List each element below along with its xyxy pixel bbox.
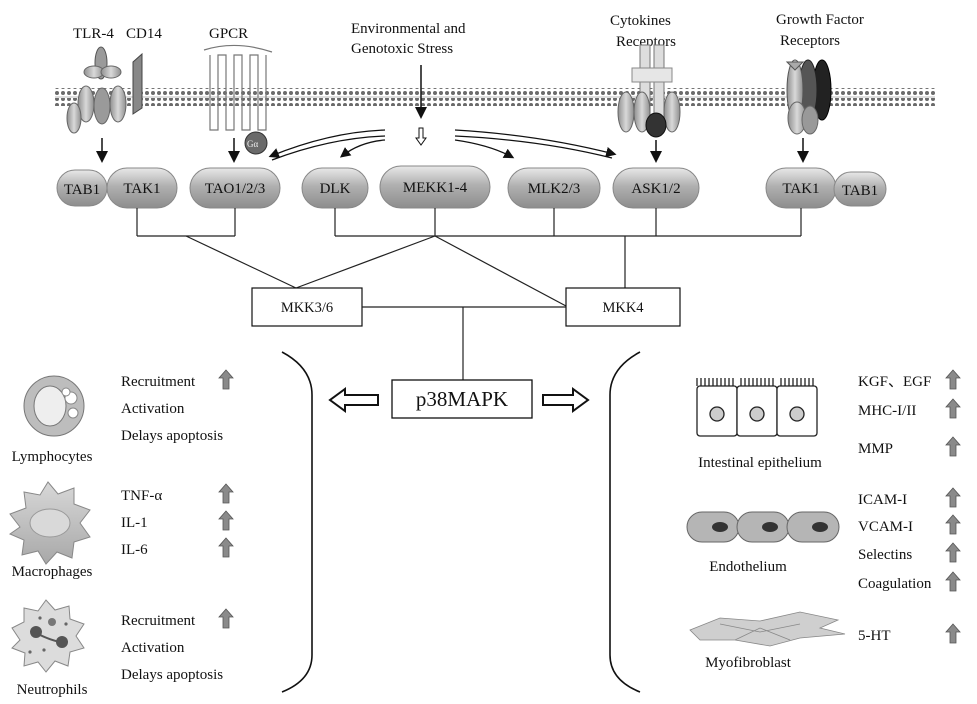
svg-text:MKK3/6: MKK3/6 xyxy=(281,300,333,316)
intestinal-epithelium-icon xyxy=(696,378,818,437)
growth-factor-receptor-label-line2: Receptors xyxy=(780,33,840,49)
gpcr-label: GPCR xyxy=(209,26,248,42)
effect-label: TNF-α xyxy=(121,488,162,504)
up-arrow-icon xyxy=(945,514,961,535)
right-hollow-arrow xyxy=(542,387,590,413)
effect-label: MMP xyxy=(858,441,893,457)
mkk-p38-connector xyxy=(362,306,566,380)
kinase-tak1-left: TAK1 xyxy=(106,167,178,209)
up-arrow-icon xyxy=(218,608,234,629)
p38mapk-box: p38MAPK xyxy=(391,379,533,419)
svg-text:MKK4: MKK4 xyxy=(602,300,644,316)
svg-text:p38MAPK: p38MAPK xyxy=(416,387,508,411)
up-arrow-icon xyxy=(945,487,961,508)
stress-label-line1: Environmental and xyxy=(351,21,466,37)
up-arrow-icon xyxy=(945,623,961,644)
up-arrow-icon xyxy=(945,542,961,563)
kinase-tab1-right: TAB1 xyxy=(833,171,887,207)
macrophage-icon xyxy=(8,481,91,565)
cell-name-neutrophils: Neutrophils xyxy=(17,682,88,698)
svg-text:MLK2/3: MLK2/3 xyxy=(528,181,581,197)
tlr4-label: TLR-4 xyxy=(73,26,114,42)
cell-name-lymphocytes: Lymphocytes xyxy=(12,449,93,465)
kinase-mekk: MEKK1-4 xyxy=(379,165,491,209)
effect-label: Recruitment xyxy=(121,374,196,390)
gpcr-receptor-icon xyxy=(203,44,273,131)
tlr4-receptor-icon xyxy=(66,46,127,134)
growth-factor-receptor-label-line1: Growth Factor xyxy=(776,12,864,28)
up-arrow-icon xyxy=(945,571,961,592)
svg-text:DLK: DLK xyxy=(320,181,351,197)
up-arrow-icon xyxy=(218,369,234,390)
kinase-connectors xyxy=(136,208,802,307)
effect-label: VCAM-I xyxy=(858,519,913,535)
endothelium-icon xyxy=(686,511,840,543)
growth-factor-receptor-icon xyxy=(785,59,832,135)
effect-label: Delays apoptosis xyxy=(121,428,223,444)
kinase-row: TAB1 TAK1 TAO1/2/3 DLK MEKK1-4 MLK2/3 AS… xyxy=(56,165,887,209)
effect-label: KGF、EGF xyxy=(858,374,931,390)
kinase-mlk: MLK2/3 xyxy=(507,167,601,209)
cytokine-receptor-icon xyxy=(617,44,681,138)
svg-text:TAK1: TAK1 xyxy=(782,181,819,197)
svg-text:TAK1: TAK1 xyxy=(123,181,160,197)
right-cell-effects: Intestinal epithelium KGF、EGF MHC-I/II MMP E… xyxy=(698,369,961,671)
svg-text:TAO1/2/3: TAO1/2/3 xyxy=(205,181,265,197)
effect-label: IL-6 xyxy=(121,542,148,558)
kinase-dlk: DLK xyxy=(301,167,369,209)
up-arrow-icon xyxy=(945,369,961,390)
effect-label: Delays apoptosis xyxy=(121,667,223,683)
effect-label: Recruitment xyxy=(121,613,196,629)
up-arrow-icon xyxy=(945,398,961,419)
effect-label: 5-HT xyxy=(858,628,891,644)
mkk36-box: MKK3/6 xyxy=(251,287,363,327)
cell-name-macrophages: Macrophages xyxy=(12,564,93,580)
effect-label: Activation xyxy=(121,401,185,417)
effect-label: Activation xyxy=(121,640,185,656)
up-arrow-icon xyxy=(218,483,234,504)
svg-text:ASK1/2: ASK1/2 xyxy=(631,181,680,197)
kinase-tab1-left: TAB1 xyxy=(56,169,108,207)
left-bracket xyxy=(281,351,313,693)
svg-text:Gα: Gα xyxy=(247,139,258,149)
effect-label: IL-1 xyxy=(121,515,148,531)
cd14-receptor-icon xyxy=(132,52,143,115)
effect-label: Selectins xyxy=(858,547,912,563)
myofibroblast-icon xyxy=(689,611,846,647)
receptor-arrows xyxy=(96,65,809,163)
up-arrow-icon xyxy=(218,537,234,558)
svg-text:MEKK1-4: MEKK1-4 xyxy=(403,180,468,196)
kinase-tak1-right: TAK1 xyxy=(765,167,837,209)
up-arrow-icon xyxy=(218,510,234,531)
mkk4-box: MKK4 xyxy=(565,287,681,327)
g-alpha-protein-icon: Gα xyxy=(244,131,268,155)
up-arrow-icon xyxy=(945,436,961,457)
effect-label: MHC-I/II xyxy=(858,403,916,419)
kinase-tao: TAO1/2/3 xyxy=(189,167,281,209)
stress-label-line2: Genotoxic Stress xyxy=(351,41,453,57)
kinase-ask: ASK1/2 xyxy=(612,167,700,209)
cytokine-receptor-label-line1: Cytokines xyxy=(610,13,671,29)
stress-small-arrow xyxy=(415,127,427,146)
cell-name-endothelium: Endothelium xyxy=(709,559,787,575)
cell-name-myofibroblast: Myofibroblast xyxy=(705,655,792,671)
svg-text:TAB1: TAB1 xyxy=(64,182,100,198)
cd14-label: CD14 xyxy=(126,26,162,42)
lymphocyte-icon xyxy=(23,375,85,437)
stress-curved-arrows xyxy=(268,129,617,161)
cell-name-intestinal-epithelium: Intestinal epithelium xyxy=(698,455,822,471)
svg-text:TAB1: TAB1 xyxy=(842,183,878,199)
effect-label: Coagulation xyxy=(858,576,932,592)
right-bracket xyxy=(609,351,641,693)
neutrophil-icon xyxy=(11,599,85,673)
effect-label: ICAM-I xyxy=(858,492,907,508)
left-hollow-arrow xyxy=(328,387,379,413)
